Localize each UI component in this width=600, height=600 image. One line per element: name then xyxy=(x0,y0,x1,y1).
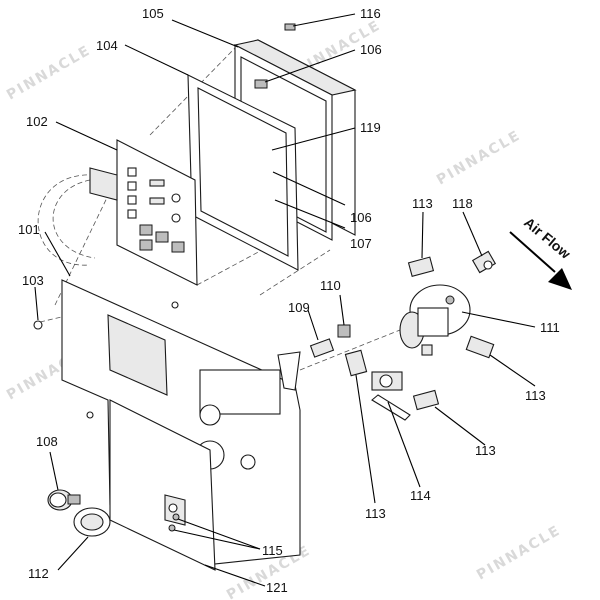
callout-112: 112 xyxy=(28,566,49,581)
elbow-fitting-113-top xyxy=(407,256,435,278)
callout-109: 109 xyxy=(288,300,310,315)
screw-116 xyxy=(284,23,296,31)
airflow-arrow: Air Flow xyxy=(509,214,574,290)
control-panel xyxy=(89,139,198,286)
bracket xyxy=(277,351,301,391)
callout-113: 113 xyxy=(412,196,433,211)
leader-lines xyxy=(34,13,536,587)
callout-114: 114 xyxy=(410,488,431,503)
fitting-110 xyxy=(337,324,351,338)
quick-fitting-118 xyxy=(471,250,497,274)
callout-labels: 105 116 104 106 102 119 106 113 118 107 … xyxy=(18,6,560,595)
air-regulator xyxy=(399,284,471,356)
callout-102: 102 xyxy=(26,114,48,129)
gasket-frame xyxy=(187,74,299,271)
screws-115 xyxy=(168,513,180,532)
callout-103: 103 xyxy=(22,273,44,288)
callout-116: 116 xyxy=(360,6,381,21)
callout-111: 111 xyxy=(540,320,560,335)
watermark: PINNACLE xyxy=(434,127,524,188)
callout-113: 113 xyxy=(365,506,386,521)
elbow-fitting-113-mid xyxy=(412,389,440,411)
elbow-fitting-113-right xyxy=(465,335,495,359)
callout-119: 119 xyxy=(360,120,381,135)
callout-107: 107 xyxy=(350,236,372,251)
callout-113: 113 xyxy=(475,443,496,458)
callout-105: 105 xyxy=(142,6,164,21)
callout-106: 106 xyxy=(350,210,372,225)
pressure-gauge xyxy=(47,489,81,511)
bushing xyxy=(33,320,43,330)
fitting-109 xyxy=(309,338,335,358)
lower-plate xyxy=(109,399,216,571)
callout-101: 101 xyxy=(18,222,40,237)
watermark: PINNACLE xyxy=(474,522,564,583)
callout-108: 108 xyxy=(36,434,58,449)
callout-118: 118 xyxy=(452,196,473,211)
watermark: PINNACLE xyxy=(4,42,94,103)
gauge-ring xyxy=(73,507,111,537)
callout-113: 113 xyxy=(525,388,546,403)
callout-106: 106 xyxy=(360,42,382,57)
callout-104: 104 xyxy=(96,38,118,53)
callout-121: 121 xyxy=(266,580,288,595)
airflow-label: Air Flow xyxy=(521,214,574,262)
callout-115: 115 xyxy=(262,543,283,558)
ball-valve xyxy=(371,371,411,421)
panel-buttons xyxy=(127,167,185,253)
elbow-fitting-113-low xyxy=(344,349,368,377)
callout-110: 110 xyxy=(320,278,341,293)
